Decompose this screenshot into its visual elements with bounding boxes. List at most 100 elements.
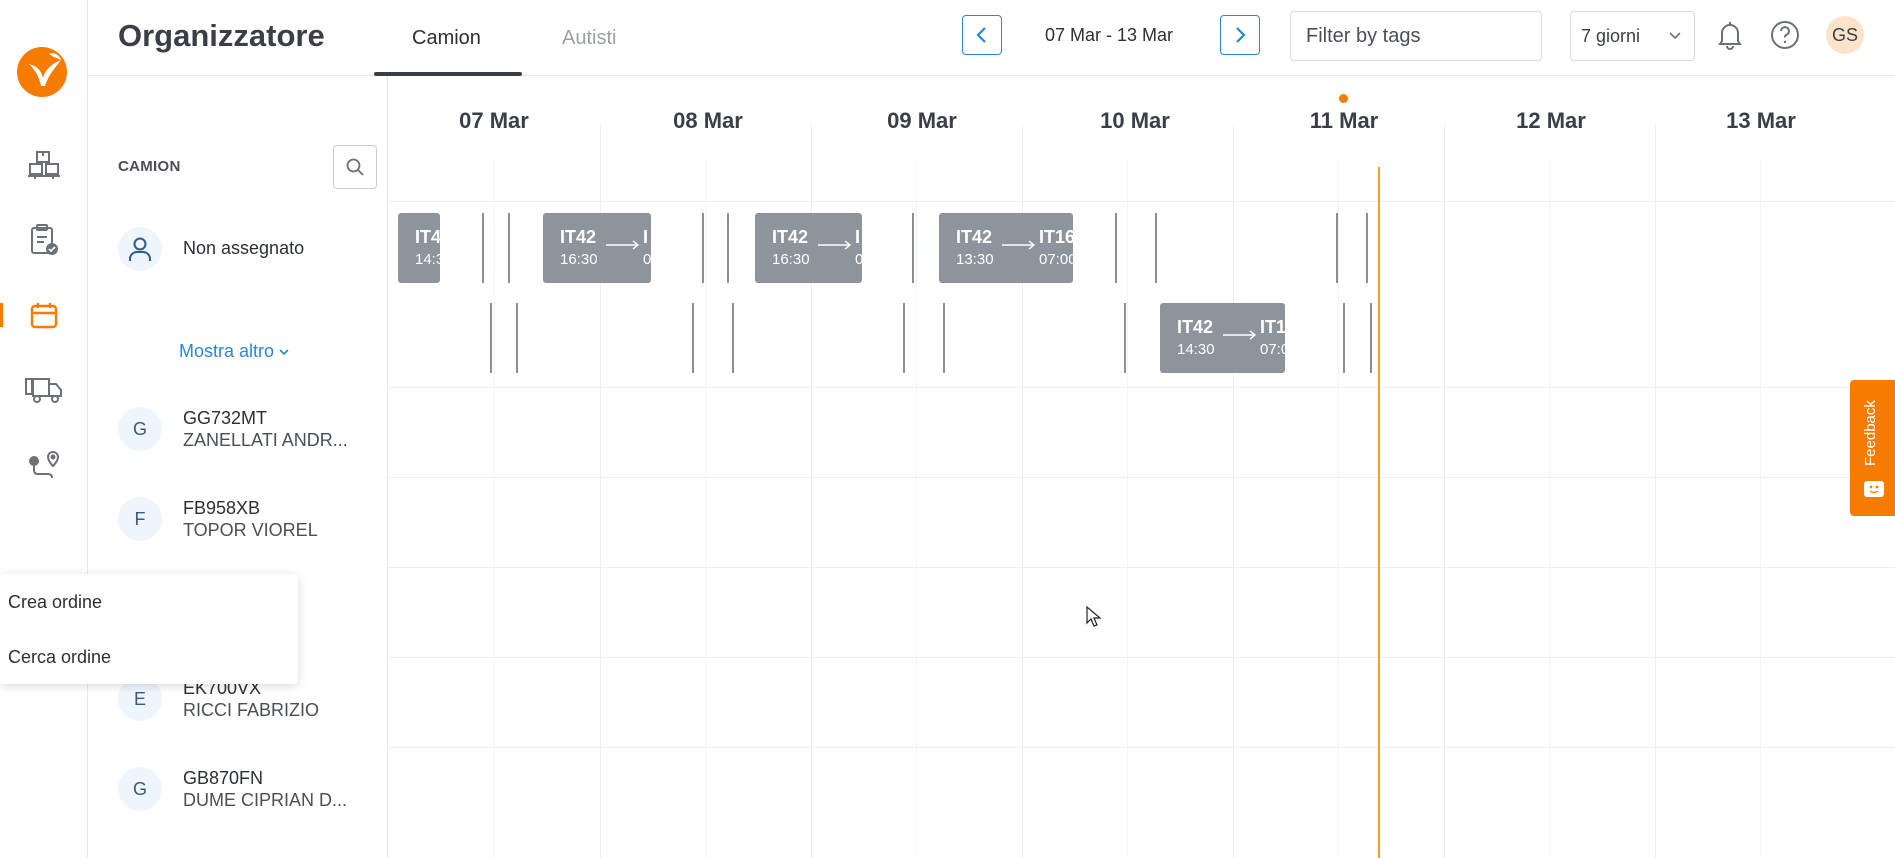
app-logo-icon[interactable] xyxy=(15,44,70,99)
nav-orders[interactable] xyxy=(0,210,88,270)
schedule-marker xyxy=(903,303,905,373)
truck-row[interactable]: G GB870FN DUME CIPRIAN D... xyxy=(88,747,388,837)
order-origin: IT42 xyxy=(772,227,809,247)
day-divider xyxy=(1444,125,1445,858)
schedule-marker xyxy=(1336,213,1338,283)
order-block[interactable]: IT42 IT16 13:30 07:00 xyxy=(939,213,1073,283)
grid-row-divider xyxy=(388,477,1895,478)
search-icon xyxy=(346,158,364,176)
order-origin: IT42 xyxy=(560,227,597,247)
schedule-marker xyxy=(727,213,729,283)
show-more-label: Mostra altro xyxy=(179,341,275,361)
previous-week-button[interactable] xyxy=(962,15,1002,55)
active-tab-indicator xyxy=(374,72,522,76)
chevron-left-icon xyxy=(976,27,986,43)
day-header: 07 Mar xyxy=(459,108,529,133)
grid-row-divider xyxy=(388,387,1895,388)
truck-avatar: F xyxy=(118,497,162,541)
grid-row-divider xyxy=(388,747,1895,748)
feedback-button[interactable]: Feedback xyxy=(1850,380,1895,516)
schedule-marker xyxy=(912,213,914,283)
order-block[interactable]: IT42 I 16:30 0 xyxy=(755,213,862,283)
resources-column: CAMION Non assegnato Mostra altro G GG73… xyxy=(88,76,388,858)
truck-driver: ZANELLATI ANDR... xyxy=(183,430,348,450)
truck-plate: FB958XB xyxy=(183,498,261,518)
tag-filter-input[interactable] xyxy=(1290,11,1542,61)
tab-camion[interactable]: Camion xyxy=(412,27,481,49)
nav-warehouse[interactable] xyxy=(0,135,88,195)
feedback-icon xyxy=(1864,481,1884,497)
half-day-divider xyxy=(916,160,917,858)
nav-calendar[interactable] xyxy=(0,285,88,345)
order-start-time: 14:3 xyxy=(415,251,440,268)
days-range-select[interactable]: 7 giorni xyxy=(1570,11,1695,61)
truck-driver: TOPOR VIOREL xyxy=(183,520,318,540)
order-end-time: 07:00 xyxy=(1039,251,1073,268)
show-more-link[interactable]: Mostra altro xyxy=(179,341,290,362)
half-day-divider xyxy=(1549,160,1550,858)
schedule-marker xyxy=(1124,303,1126,373)
order-end-time: 0 xyxy=(643,251,651,268)
feedback-label: Feedback xyxy=(1862,400,1879,466)
warehouse-icon xyxy=(28,151,60,179)
truck-avatar: G xyxy=(118,407,162,451)
schedule-marker xyxy=(1370,303,1372,373)
unassigned-label: Non assegnato xyxy=(183,238,305,258)
day-header-today: 11 Mar xyxy=(1309,108,1379,133)
next-week-button[interactable] xyxy=(1220,15,1260,55)
date-range-label: 07 Mar - 13 Mar xyxy=(1045,25,1174,45)
order-destination: IT1 xyxy=(1260,317,1285,337)
page-title: Organizzatore xyxy=(118,18,325,53)
top-header: Organizzatore Camion Autisti 07 Mar - 13… xyxy=(88,0,1895,76)
chevron-down-icon xyxy=(279,348,289,355)
day-divider xyxy=(1655,125,1656,858)
schedule-marker xyxy=(490,303,492,373)
order-block[interactable]: IT42 I 16:30 0 xyxy=(543,213,651,283)
unassigned-avatar xyxy=(118,227,162,271)
half-day-divider xyxy=(1760,160,1761,858)
truck-plate: GG732MT xyxy=(183,408,268,428)
menu-item-create-order[interactable]: Crea ordine xyxy=(8,592,103,612)
schedule-marker xyxy=(508,213,510,283)
order-origin: IT42 xyxy=(956,227,993,247)
order-start-time: 16:30 xyxy=(772,251,810,268)
schedule-marker xyxy=(1155,213,1157,283)
tab-autisti[interactable]: Autisti xyxy=(562,27,617,49)
trucks-icon xyxy=(25,378,62,403)
user-icon xyxy=(129,237,151,261)
calendar-grid: 07 Mar 08 Mar 09 Mar 10 Mar 11 Mar 12 Ma… xyxy=(388,76,1895,858)
nav-routes[interactable] xyxy=(0,435,88,495)
help-icon xyxy=(1771,21,1799,49)
arrow-right-icon xyxy=(1223,330,1257,340)
help-button[interactable] xyxy=(1768,18,1802,52)
day-header: 12 Mar xyxy=(1516,108,1586,133)
resource-search-button[interactable] xyxy=(333,145,377,189)
order-start-time: 16:30 xyxy=(560,251,598,268)
grid-row-divider xyxy=(388,567,1895,568)
order-origin: IT4 xyxy=(415,227,440,247)
truck-row[interactable]: F FB958XB TOPOR VIOREL xyxy=(88,477,388,567)
resources-heading: CAMION xyxy=(118,158,181,175)
route-icon xyxy=(29,450,60,479)
order-end-time: 0 xyxy=(855,251,862,268)
notifications-button[interactable] xyxy=(1713,18,1747,52)
menu-item-search-order[interactable]: Cerca ordine xyxy=(8,647,112,667)
mouse-cursor-icon xyxy=(1086,606,1102,627)
user-avatar[interactable]: GS xyxy=(1826,16,1864,54)
current-time-line xyxy=(1378,167,1380,858)
order-origin: IT42 xyxy=(1177,317,1214,337)
truck-driver: DUME CIPRIAN D... xyxy=(183,790,348,810)
order-destination: I xyxy=(855,227,861,247)
half-day-divider xyxy=(705,160,706,858)
day-divider xyxy=(600,125,601,858)
arrow-right-icon xyxy=(606,240,640,250)
nav-trucks[interactable] xyxy=(0,360,88,420)
order-block[interactable]: IT4 14:3 xyxy=(398,213,440,283)
truck-driver: RICCI FABRIZIO xyxy=(183,700,320,720)
calendar-icon xyxy=(30,303,58,329)
truck-row[interactable]: G GG732MT ZANELLATI ANDR... xyxy=(88,387,388,477)
day-header: 08 Mar xyxy=(673,108,743,133)
order-block[interactable]: IT42 IT1 14:30 07:0 xyxy=(1160,303,1285,373)
grid-row-divider xyxy=(388,657,1895,658)
days-range-value: 7 giorni xyxy=(1581,25,1641,46)
